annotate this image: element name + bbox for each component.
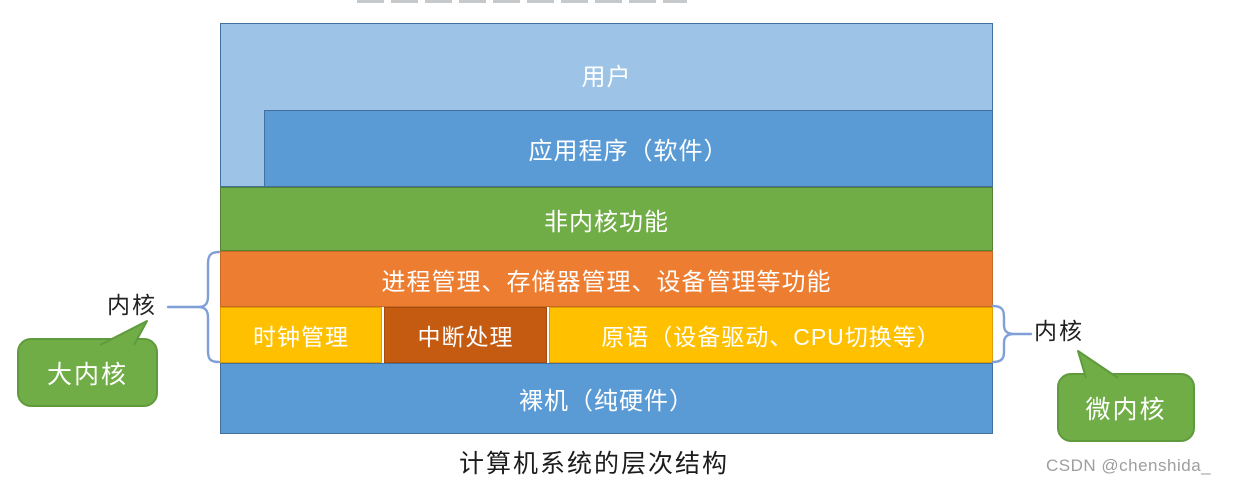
top-dashed-line — [357, 0, 687, 3]
layer-kernel-functions: 进程管理、存储器管理、设备管理等功能 — [220, 251, 993, 307]
box-clock-management-label: 时钟管理 — [253, 324, 349, 350]
box-interrupt-handling-label: 中断处理 — [417, 324, 514, 350]
kernel-label-left: 内核 — [107, 292, 157, 318]
layer-user-label: 用户 — [581, 64, 632, 91]
kernel-label-right: 内核 — [1034, 318, 1084, 344]
layer-non-kernel-label: 非内核功能 — [544, 208, 669, 236]
right-brace — [991, 304, 1015, 364]
layer-application-label: 应用程序（软件） — [528, 138, 729, 165]
layer-non-kernel: 非内核功能 — [220, 187, 993, 251]
diagram-caption: 计算机系统的层次结构 — [458, 450, 729, 478]
layer-bare-machine: 裸机（纯硬件） — [220, 363, 993, 434]
layer-application: 应用程序（软件） — [264, 110, 993, 187]
big-kernel-bubble: 大内核 — [17, 338, 158, 407]
big-kernel-bubble-label: 大内核 — [46, 360, 128, 389]
micro-kernel-bubble-label: 微内核 — [1085, 395, 1167, 424]
box-primitives: 原语（设备驱动、CPU切换等） — [549, 307, 993, 363]
watermark: CSDN @chenshida_ — [1046, 456, 1212, 475]
box-clock-management: 时钟管理 — [220, 307, 382, 363]
box-primitives-label: 原语（设备驱动、CPU切换等） — [601, 324, 941, 350]
micro-kernel-bubble: 微内核 — [1057, 373, 1195, 442]
left-brace — [197, 250, 221, 364]
layer-kernel-functions-label: 进程管理、存储器管理、设备管理等功能 — [381, 268, 832, 296]
layer-bare-machine-label: 裸机（纯硬件） — [519, 388, 694, 415]
box-interrupt-handling: 中断处理 — [384, 307, 547, 363]
